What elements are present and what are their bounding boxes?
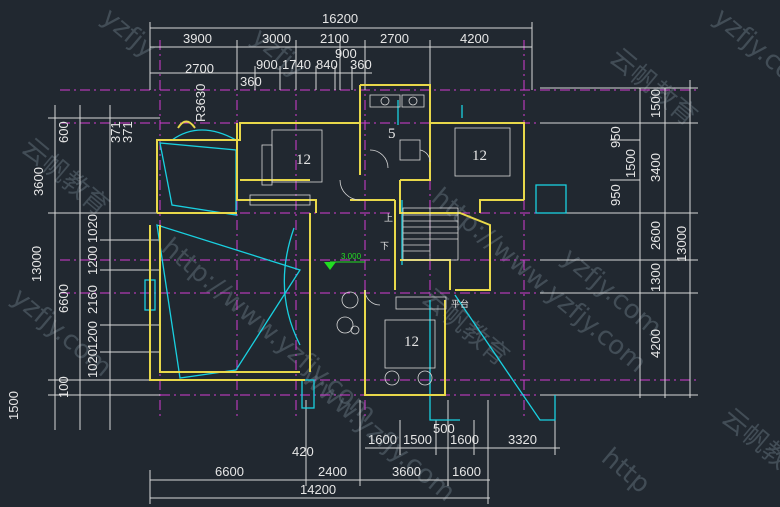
dim-left: 371 xyxy=(120,121,135,143)
dim-top-inner: 1740 xyxy=(282,57,311,72)
dim-bottom-inner: 1600 xyxy=(368,432,397,447)
dim-top-inner: 2700 xyxy=(185,61,214,76)
axis-lines xyxy=(60,40,700,420)
dim-right: 1500 xyxy=(623,149,638,178)
dim-top: 3000 xyxy=(262,31,291,46)
dim-bottom-inner: 3320 xyxy=(508,432,537,447)
dim-right: 1300 xyxy=(648,263,663,292)
platform-label: 平台 xyxy=(451,298,469,309)
dim-top: 2700 xyxy=(380,31,409,46)
dim-top-inner: 360 xyxy=(240,74,262,89)
dim-right-total: 13000 xyxy=(674,226,689,262)
dim-top-total: 16200 xyxy=(322,11,358,26)
dim-left: 600 xyxy=(56,121,71,143)
furniture xyxy=(249,94,511,386)
dim-left: 2160 xyxy=(85,285,100,314)
stair-up-label: 上 xyxy=(384,213,393,223)
dim-top: 4200 xyxy=(460,31,489,46)
dim-top-inner: 900 xyxy=(335,46,357,61)
dim-left: 100 xyxy=(56,376,71,398)
dim-right: 3400 xyxy=(648,153,663,182)
dim-bottom-inner: 420 xyxy=(292,444,314,459)
watermark-text: yzfjy.com xyxy=(708,2,780,103)
dim-left: 1200 xyxy=(85,321,100,350)
room-number: 12 xyxy=(404,334,419,350)
dim-bottom-total: 14200 xyxy=(300,482,336,497)
dim-left: 1020 xyxy=(85,349,100,378)
dim-right: 4200 xyxy=(648,329,663,358)
dim-left: 1020 xyxy=(85,214,100,243)
watermark-text: 云帆教育 xyxy=(716,402,780,492)
dim-left: 1200 xyxy=(85,246,100,275)
dim-right: 2600 xyxy=(648,221,663,250)
level-marker: 3.000 xyxy=(324,252,365,270)
radius-label: R3630 xyxy=(193,84,208,122)
dim-left: 3600 xyxy=(31,167,46,196)
cyan-geometry xyxy=(144,100,567,421)
dim-bottom-inner: 1500 xyxy=(403,432,432,447)
dim-right: 950 xyxy=(608,126,623,148)
dim-left: 6600 xyxy=(56,284,71,313)
dim-bottom: 6600 xyxy=(215,464,244,479)
room-number: 5 xyxy=(388,126,396,142)
doors xyxy=(339,149,431,306)
dim-top: 2100 xyxy=(320,31,349,46)
room-number: 12 xyxy=(296,152,311,168)
bed-3 xyxy=(384,319,436,369)
stair-down-label: 下 xyxy=(380,241,389,251)
dim-bottom: 1600 xyxy=(452,464,481,479)
dim-left-total: 13000 xyxy=(29,246,44,282)
bed-2 xyxy=(454,127,511,177)
dim-right: 1500 xyxy=(648,89,663,118)
watermark-text: http xyxy=(596,442,656,499)
stairs xyxy=(402,207,459,261)
dim-left: 371 xyxy=(108,121,123,143)
dim-bottom-inner: 500 xyxy=(433,421,455,436)
dim-left: 1500 xyxy=(6,391,21,420)
dim-top-inner: 840 xyxy=(316,57,338,72)
dim-bottom-inner: 1600 xyxy=(450,432,479,447)
level-label: 3.000 xyxy=(341,252,362,261)
dim-top-inner: 900 xyxy=(256,57,278,72)
dim-bottom: 3600 xyxy=(392,464,421,479)
dim-bottom: 2400 xyxy=(318,464,347,479)
dim-top-inner: 360 xyxy=(350,57,372,72)
dimension-lines xyxy=(48,22,698,504)
room-number: 12 xyxy=(472,148,487,164)
dim-top: 3900 xyxy=(183,31,212,46)
dim-right: 950 xyxy=(608,184,623,206)
watermark-text: yzfjy xyxy=(96,2,162,64)
walls xyxy=(149,84,525,396)
